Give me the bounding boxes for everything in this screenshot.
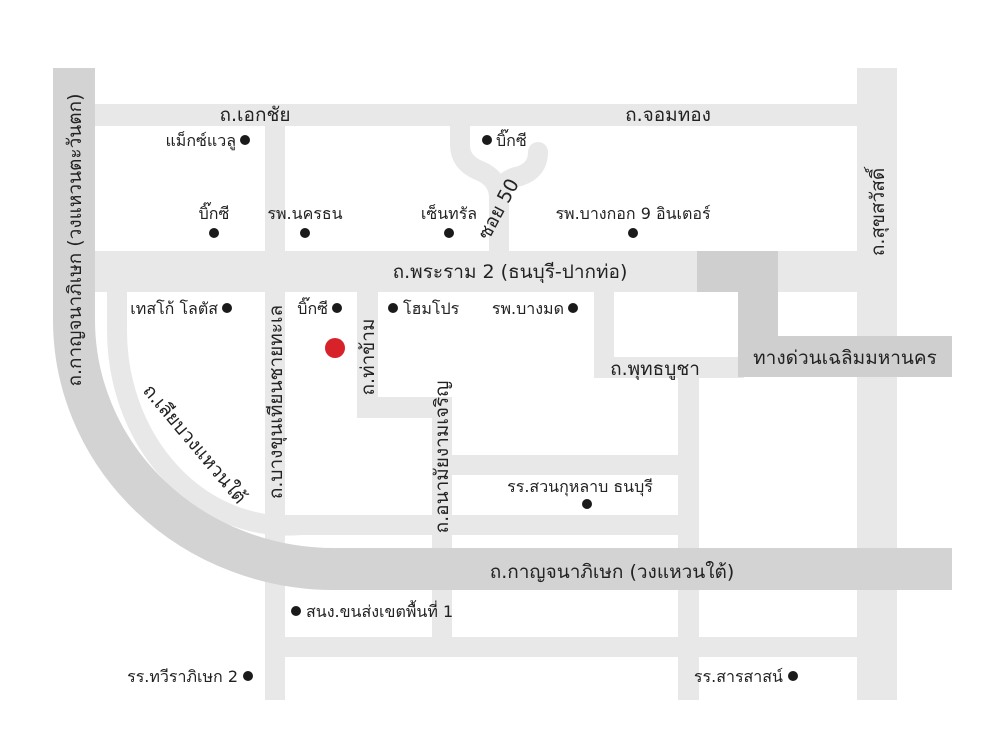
poi-label-dlt: สนง.ขนส่งเขตพื้นที่ 1 — [306, 600, 453, 621]
poi-dot-suankularb — [582, 499, 592, 509]
poi-label-bangkok9: รพ.บางกอก 9 อินเตอร์ — [555, 204, 711, 223]
road-suankularb-north — [452, 455, 678, 475]
poi-dot-maxvalu — [240, 135, 250, 145]
poi-dot-nakornthon — [300, 228, 310, 238]
poi-label-bigc-top: บิ๊กซี — [496, 129, 527, 150]
poi-dot-homepro — [388, 303, 398, 313]
road-kanchanaphisek — [53, 68, 952, 590]
poi-label-nakornthon: รพ.นครธน — [267, 204, 342, 223]
road-phutthabucha-south — [678, 357, 699, 700]
poi-dot-bangmod — [568, 303, 578, 313]
poi-dot-dlt — [291, 606, 301, 616]
poi-label-bigc-1: บิ๊กซี — [199, 202, 230, 223]
road-label-expressway: ทางด่วนเฉลิมมหานคร — [753, 347, 937, 369]
poi-dot-tesco — [222, 303, 232, 313]
road-label-suksawat: ถ.สุขสวัสดิ์ — [863, 166, 890, 256]
poi-dots — [209, 135, 798, 681]
road-label-bang-khun-thian: ถ.บางขุนเทียนชายทะเล — [265, 305, 288, 499]
poi-label-bangmod: รพ.บางมด — [492, 299, 564, 318]
road-network — [95, 68, 897, 700]
poi-dot-bigc-2 — [332, 303, 342, 313]
expressway — [697, 251, 952, 377]
poi-label-suankularb: รร.สวนกุหลาบ ธนบุรี — [507, 477, 653, 497]
road-liap-wongwaen — [106, 292, 301, 536]
road-label-kanchanaphisek-west: ถ.กาญจนาภิเษก (วงแหวนตะวันตก) — [64, 93, 86, 386]
poi-label-maxvalu: แม็กซ์แวลู — [165, 130, 236, 151]
road-label-anamai: ถ.อนามัยงามเจริญ — [431, 381, 453, 534]
poi-dot-sarasas — [788, 671, 798, 681]
road-suksawat — [857, 68, 897, 700]
poi-label-homepro: โฮมโปร — [403, 299, 460, 318]
road-label-ekkachai: ถ.เอกชัย — [220, 104, 291, 126]
poi-dot-bigc-1 — [209, 228, 219, 238]
road-label-rama2: ถ.พระราม 2 (ธนบุรี-ปากท่อ) — [393, 261, 628, 284]
road-soi50-right — [489, 142, 548, 210]
road-nakornthon-link — [265, 125, 285, 251]
road-phutthabucha-north — [594, 292, 614, 378]
road-label-phutthabucha: ถ.พุทธบูชา — [610, 358, 700, 381]
poi-dot-central — [444, 228, 454, 238]
road-label-kanchanaphisek-south: ถ.กาญจนาภิเษก (วงแหวนใต้) — [490, 561, 735, 583]
poi-label-tesco: เทสโก้ โลตัส — [130, 299, 218, 318]
poi-dot-bangkok9 — [628, 228, 638, 238]
road-label-chomthong: ถ.จอมทอง — [625, 104, 711, 126]
road-ekkachai-chomthong — [95, 104, 875, 126]
poi-label-central: เซ็นทรัล — [421, 203, 477, 223]
poi-label-sarasas: รร.สารสาสน์ — [694, 667, 783, 686]
location-marker[interactable] — [325, 338, 345, 358]
road-phutthabucha — [594, 357, 744, 378]
poi-label-thawee: รร.ทวีราภิเษก 2 — [127, 667, 238, 686]
poi-dot-bigc-top — [482, 135, 492, 145]
poi-dot-thawee — [243, 671, 253, 681]
road-tha-kham-bend — [357, 397, 452, 418]
road-label-tha-kham: ถ.ท่าข้าม — [357, 319, 379, 396]
poi-label-bigc-2: บิ๊กซี — [297, 297, 328, 318]
road-bottom — [285, 637, 857, 657]
road-bang-khun-thian — [265, 292, 285, 700]
road-suankularb-south — [285, 515, 678, 535]
road-tha-kham — [357, 292, 378, 418]
